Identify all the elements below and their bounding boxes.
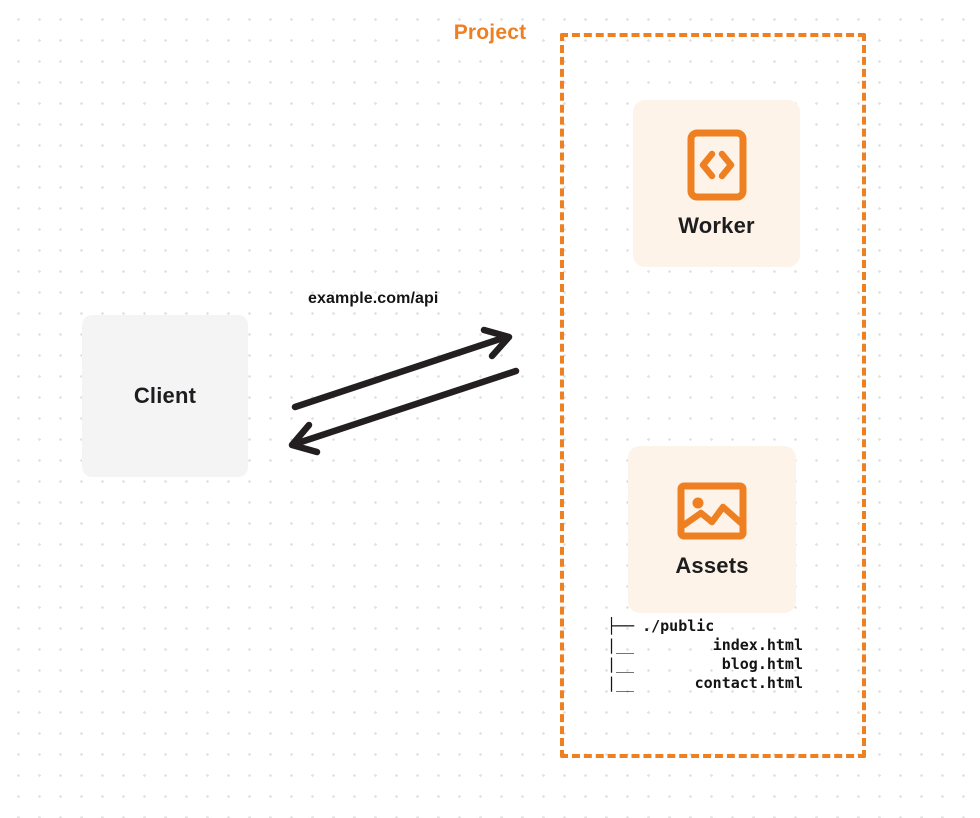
request-arrow [291,326,513,411]
file-tree-row: ├── ./public [607,617,803,636]
assets-card[interactable]: Assets [628,446,796,613]
tree-branch-glyph: |__ [607,674,635,692]
code-brackets-icon [687,129,747,201]
worker-card[interactable]: Worker [633,100,800,267]
tree-item-name: index.html [712,636,803,654]
tree-branch-glyph: |__ [607,636,635,654]
tree-item-name: ./public [642,617,715,635]
response-arrow [288,367,520,456]
tree-branch-glyph: ├── [607,617,635,635]
file-tree-row: |__ blog.html [607,655,803,674]
client-label: Client [133,383,197,408]
assets-label: Assets [675,552,749,578]
assets-file-tree: ├── ./public |__ index.html |__ blog.htm… [607,617,803,693]
image-icon [677,481,747,541]
file-tree-row: |__ contact.html [607,674,803,693]
connection-label: example.com/api [308,290,439,307]
tree-item-name: blog.html [721,655,803,673]
tree-item-name: contact.html [694,674,803,692]
tree-branch-glyph: |__ [607,655,635,673]
client-node[interactable]: Client [82,315,248,477]
file-tree-row: |__ index.html [607,636,803,655]
project-title: Project [447,21,533,45]
worker-label: Worker [678,212,755,238]
project-boundary [560,33,866,758]
